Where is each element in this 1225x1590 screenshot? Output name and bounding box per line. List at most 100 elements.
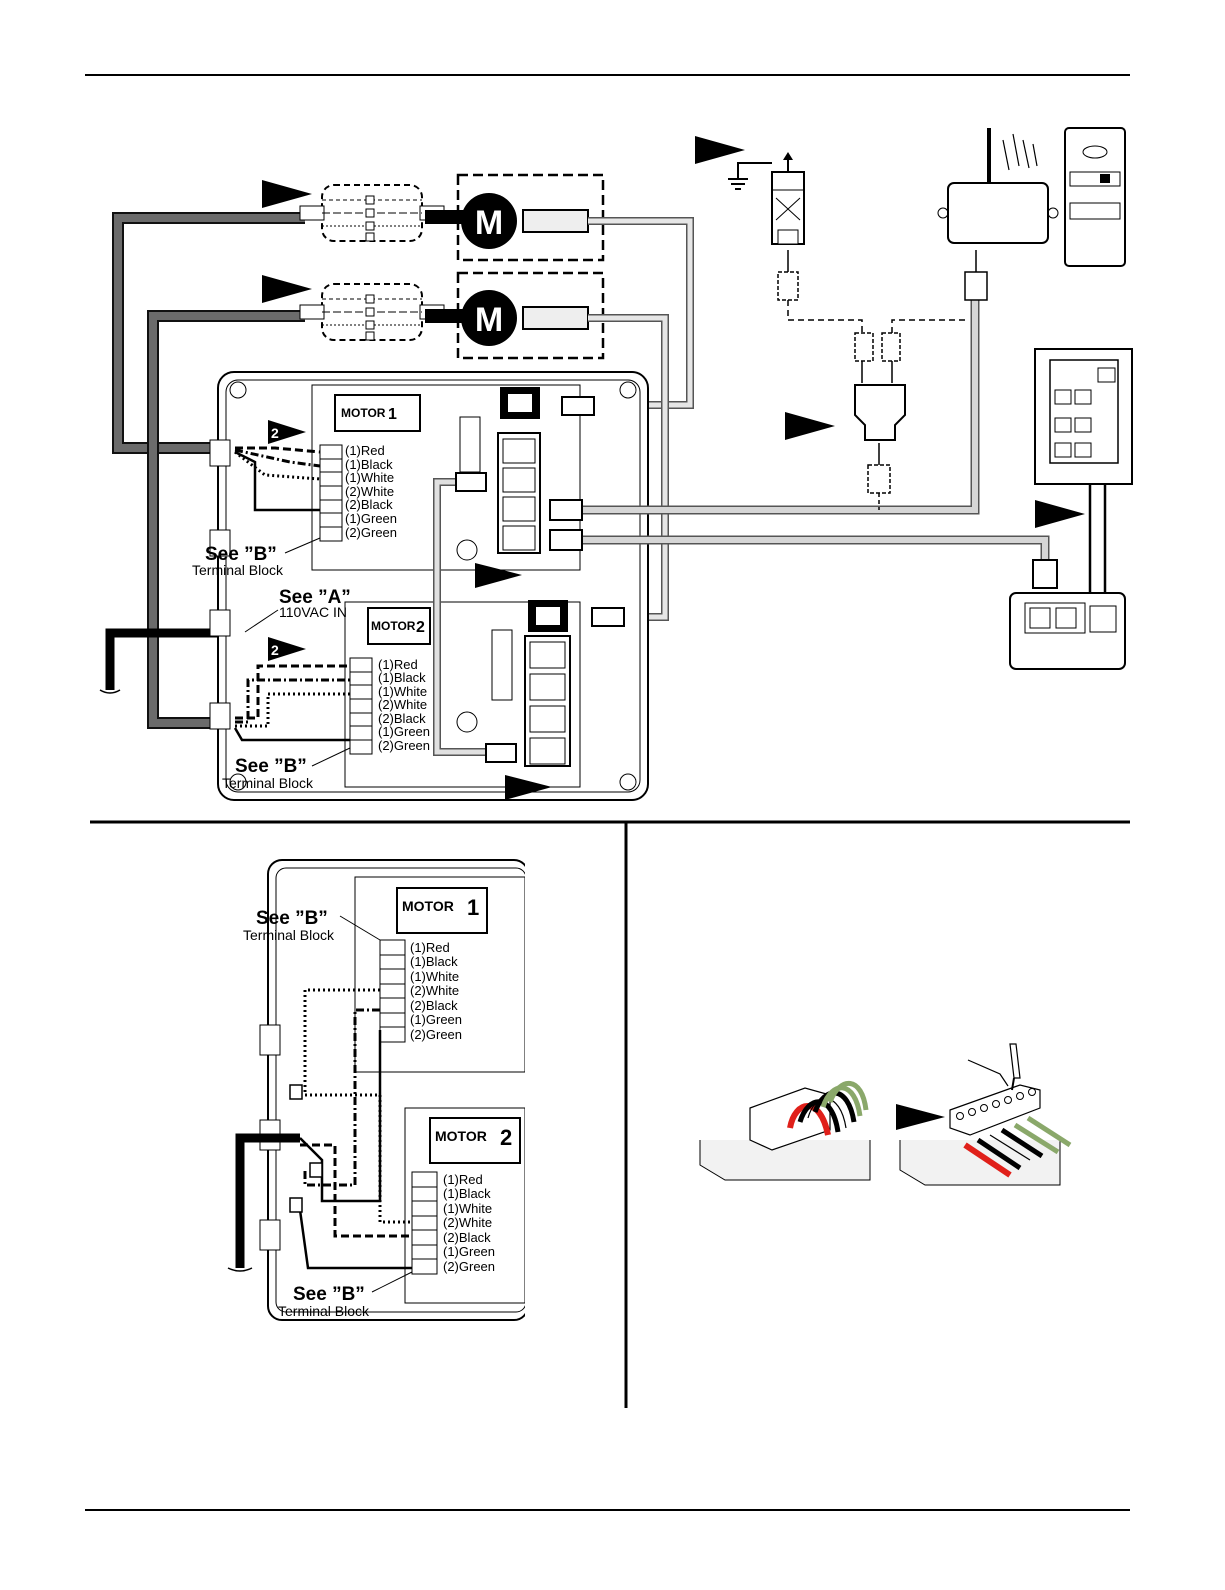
- detail-wire-dashed: [300, 1143, 412, 1238]
- pointer-arrow-icon: [262, 180, 312, 208]
- svg-text:(1)Red: (1)Red: [345, 443, 385, 458]
- motor1-label: MOTOR: [341, 406, 386, 420]
- svg-text:(2)Black: (2)Black: [410, 998, 458, 1013]
- terminal-block-motor1: [319, 444, 343, 542]
- motor1-number: 1: [388, 406, 397, 423]
- motor1-wire-solid: [234, 450, 320, 512]
- terminal-block-label-1: Terminal Block: [192, 562, 284, 578]
- detail-see-b-callout-2: See ”B”: [293, 1284, 365, 1305]
- svg-text:(2)White: (2)White: [345, 484, 394, 499]
- detail-wire-solid: [299, 1030, 382, 1203]
- detail-ac-squiggle: [227, 1267, 253, 1272]
- motor2-shaft: [425, 309, 465, 323]
- pointer-arrow-icon: [1035, 500, 1085, 528]
- svg-text:(2)Black: (2)Black: [378, 711, 426, 726]
- svg-text:(2)White: (2)White: [410, 983, 459, 998]
- detail-wire-labels-1: (1)Red (1)Black (1)White (2)White (2)Bla…: [410, 940, 462, 1042]
- detail-wire-dashdot: [303, 1008, 380, 1187]
- step-marker-number: 2: [271, 642, 279, 658]
- detail-motor1-label-box: [396, 887, 488, 934]
- step-marker-number: 2: [271, 425, 279, 441]
- detail-terminal-block-2: [411, 1171, 438, 1275]
- wire-green: [827, 1081, 869, 1111]
- board-jack-block-2: [524, 635, 571, 767]
- motor1-wire-labels: (1)Red (1)Black (1)White (2)White (2)Bla…: [345, 443, 397, 540]
- plug-connector: [455, 472, 487, 492]
- motor2-label-box: [367, 607, 431, 645]
- wire-green: [1026, 1115, 1072, 1148]
- motor1-icon: [461, 193, 517, 249]
- detail-a-diagram: MOTOR 1 MOTOR 2: [227, 859, 531, 1321]
- terminal-base-right: [899, 1140, 1061, 1186]
- svg-text:(1)Green: (1)Green: [378, 724, 430, 739]
- pointer-arrow-icon: [262, 275, 312, 303]
- plug-connector: [549, 529, 583, 551]
- step-marker-arrow-icon: [268, 420, 306, 444]
- pointer-arrow-icon: [896, 1104, 945, 1130]
- receiver-plug: [964, 271, 988, 301]
- ground-wire: [737, 162, 772, 178]
- receiver-to-splitter-cable: [891, 319, 965, 333]
- detail-motor2-label-box: [429, 1117, 521, 1164]
- callout-leader: [311, 747, 351, 767]
- splitter-output-plug: [867, 464, 891, 494]
- hand-remote-control: [1064, 127, 1126, 267]
- svg-text:(1)Red: (1)Red: [410, 940, 450, 955]
- screwdriver-icon: [1009, 1043, 1021, 1079]
- wire-nut-icon: [289, 1084, 303, 1100]
- plug-connector: [561, 396, 595, 416]
- motor2-icon: [461, 290, 517, 346]
- svg-text:(1)Black: (1)Black: [378, 670, 426, 685]
- motor2-number: 2: [416, 619, 425, 636]
- callout-leader: [371, 1271, 413, 1293]
- ac-in-label: 110VAC IN: [279, 604, 347, 620]
- wire-white: [989, 1134, 1031, 1161]
- svg-text:(1)White: (1)White: [345, 470, 394, 485]
- rf-receiver: [937, 128, 1059, 244]
- motor2-symbol: M: [475, 301, 503, 339]
- pin-header: [491, 629, 513, 701]
- see-b-callout-1: See ”B”: [205, 544, 277, 565]
- motor2-wire-solid: [233, 727, 350, 742]
- svg-text:(1)White: (1)White: [378, 684, 427, 699]
- plug-connector: [485, 743, 517, 763]
- plug-connector: [549, 499, 583, 521]
- wall-junction-box: [1009, 592, 1126, 670]
- ac-cable-squiggle: [99, 689, 121, 694]
- motor2-wire-dashdot: [235, 678, 350, 724]
- detail-motor1-number: 1: [467, 895, 479, 920]
- motor2-power-cable-inner: [149, 312, 305, 727]
- pointer-arrow-icon: [695, 136, 745, 164]
- board-interconnect-cable-inner: [434, 479, 486, 755]
- receiver-cable-inner: [575, 298, 978, 513]
- motor1-symbol: M: [475, 204, 503, 242]
- wire-black: [1000, 1127, 1044, 1159]
- power-adapter: [771, 152, 805, 245]
- detail-motor2-label: MOTOR: [435, 1128, 487, 1144]
- pointer-arrow-icon: [505, 775, 552, 800]
- svg-text:(2)Green: (2)Green: [410, 1027, 462, 1042]
- motor1-wire-dashdot: [234, 448, 321, 468]
- ground-icon: [728, 178, 748, 190]
- wall-control-cable-inner: [575, 537, 1048, 560]
- see-b-callout-2: See ”B”: [235, 756, 307, 777]
- callout-leader: [339, 915, 381, 941]
- wall-control-plug: [1032, 559, 1058, 589]
- motor2-label: MOTOR: [371, 619, 416, 633]
- svg-text:(2)Black: (2)Black: [443, 1230, 491, 1245]
- wire-green: [1013, 1122, 1060, 1155]
- sensor-jack-1-inner: [508, 394, 532, 412]
- svg-text:(2)Green: (2)Green: [443, 1259, 495, 1274]
- motor1-junction-box: [299, 184, 445, 242]
- svg-text:(1)Red: (1)Red: [443, 1172, 483, 1187]
- motor2-wire-dotted: [235, 692, 350, 728]
- detail-see-b-callout-1: See ”B”: [256, 908, 328, 929]
- ac-input-cable: [105, 628, 238, 690]
- motor1-power-cable-inner: [114, 214, 305, 452]
- terminal-base-left: [699, 1140, 871, 1181]
- callout-leader: [244, 609, 279, 633]
- adapter-plug: [777, 271, 799, 301]
- screwdriver-shaft: [1011, 1077, 1015, 1091]
- svg-text:(1)Black: (1)Black: [345, 457, 393, 472]
- wire-red: [963, 1142, 1012, 1178]
